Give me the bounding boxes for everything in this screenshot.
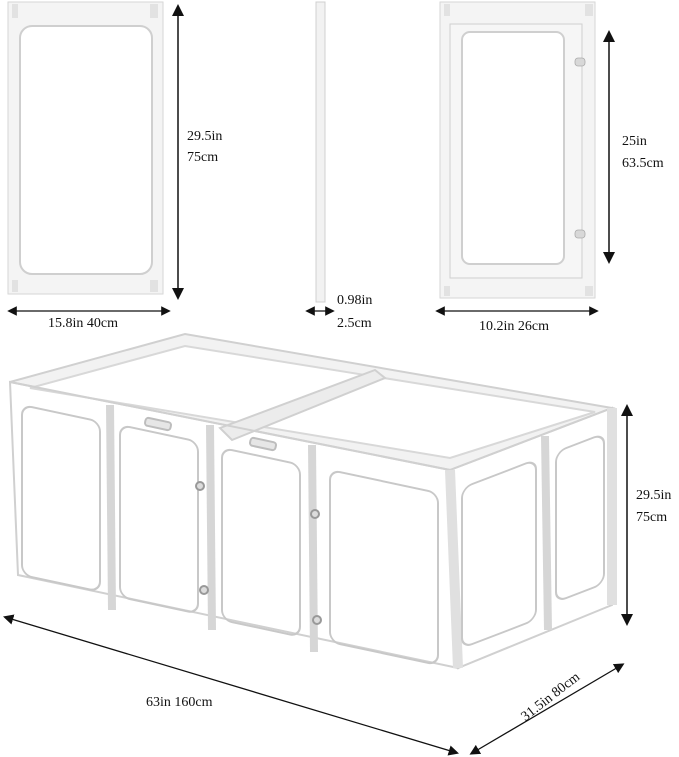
assembled-length: 63in 160cm bbox=[146, 695, 213, 710]
connector-rod-shape bbox=[315, 1, 326, 303]
connector-rod-width-in: 0.98in bbox=[337, 293, 373, 308]
assembled-playpen-shape bbox=[8, 332, 617, 670]
connector-rod-width-cm: 2.5cm bbox=[337, 316, 372, 331]
standard-panel-height-cm: 75cm bbox=[187, 150, 219, 165]
standard-panel-shape bbox=[7, 1, 164, 295]
door-panel-width: 10.2in 26cm bbox=[479, 319, 549, 334]
door-panel-height-cm: 63.5cm bbox=[622, 156, 664, 171]
standard-panel-height-in: 29.5in bbox=[187, 129, 223, 144]
assembled-height-in: 29.5in bbox=[636, 488, 672, 503]
door-panel-height-in: 25in bbox=[622, 134, 647, 149]
door-panel-shape bbox=[439, 1, 596, 299]
assembled-height-cm: 75cm bbox=[636, 510, 668, 525]
standard-panel-width: 15.8in 40cm bbox=[48, 316, 118, 331]
